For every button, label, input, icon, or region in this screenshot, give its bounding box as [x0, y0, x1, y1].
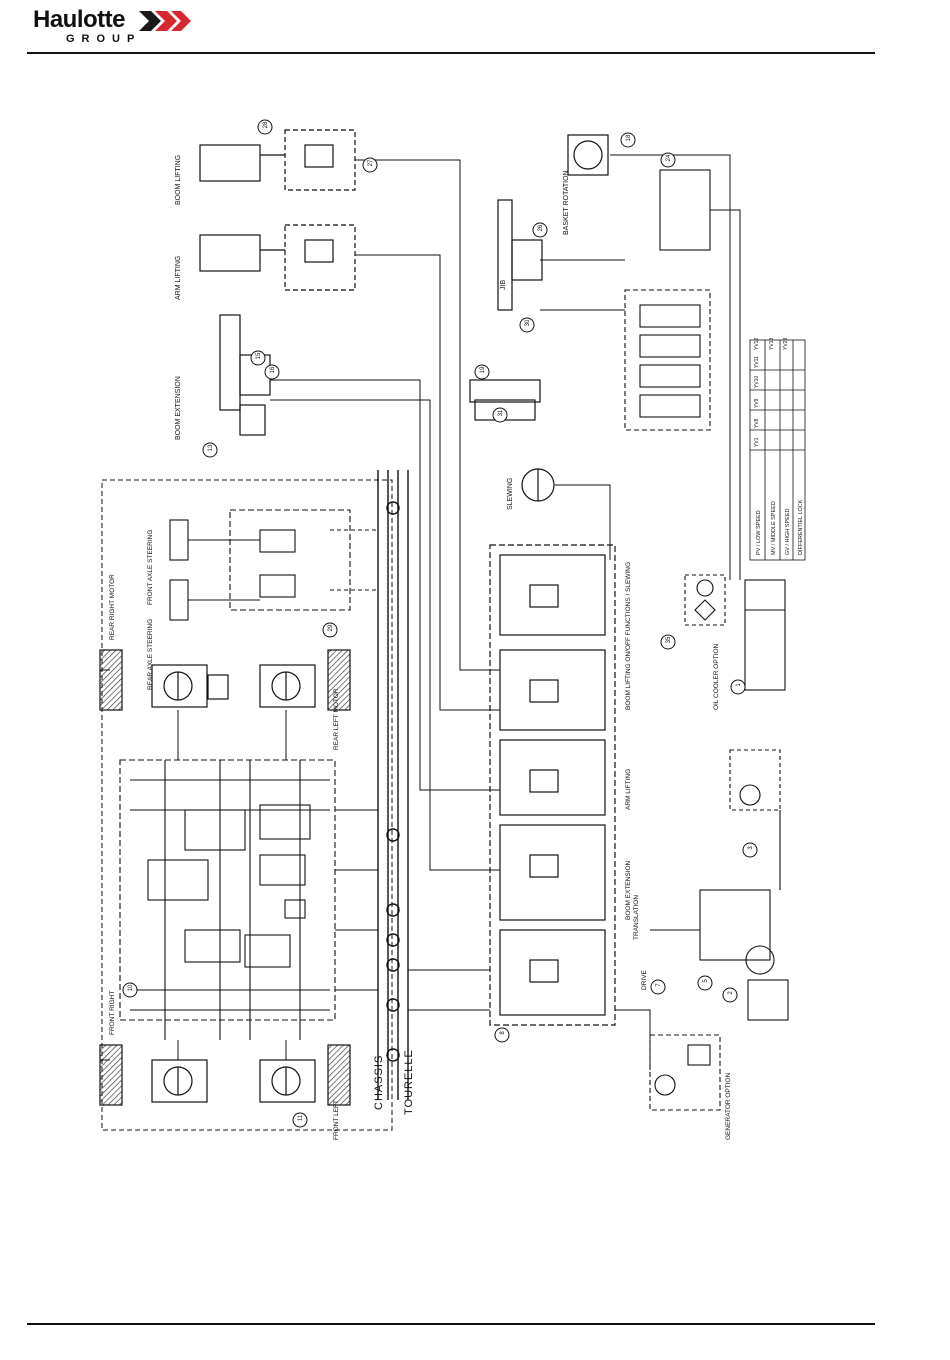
chassis-boundary — [101, 479, 393, 1131]
callout-13: 13 — [208, 444, 214, 451]
speed-header-yv8: YV8 — [754, 418, 760, 428]
callout-30: 30 — [525, 319, 531, 326]
translation-label: TRANSLATION — [633, 895, 640, 940]
pump-group — [650, 749, 789, 1021]
front-axle-label: FRONT AXLE STEERING — [147, 530, 154, 605]
wheel-motor-rear-left — [259, 649, 351, 711]
boom-extension-label: BOOM EXTENSION — [175, 376, 182, 440]
speed-row-middle: MV / MIDDLE SPEED — [771, 501, 777, 555]
rear-axle-label: REAR AXLE STEERING — [147, 619, 154, 690]
callout-26: 26 — [538, 224, 544, 231]
callout-10: 10 — [128, 984, 134, 991]
brand-name: Haulotte — [33, 6, 126, 33]
boom-extension-section-label: BOOM EXTENSION — [625, 860, 632, 920]
arm-lifting-label: ARM LIFTING — [175, 256, 182, 300]
speed-header-yv12: YV12 — [754, 338, 760, 350]
callout-8: 8 — [500, 1031, 506, 1035]
wheel-motor-front-left — [259, 1044, 351, 1106]
boom-lifting-label: BOOM LIFTING — [175, 155, 182, 205]
footer-rule — [27, 1323, 875, 1325]
callout-2: 2 — [728, 991, 734, 995]
callout-24: 24 — [666, 154, 672, 161]
rotary-joint — [377, 470, 409, 1100]
speed-header-yv23: YV23 — [783, 338, 789, 350]
callout-28: 28 — [263, 121, 269, 128]
rear-right-motor-label: REAR RIGHT MOTOR — [109, 574, 116, 640]
boom-lifting-functions-label: BOOM LIFTING ON/OFF FUNCTIONS / SLEWING — [625, 562, 632, 710]
jib-cylinder — [469, 199, 543, 421]
callout-18: 18 — [626, 134, 632, 141]
speed-header-yv1: YV1 — [754, 437, 760, 447]
telescope-cylinder — [219, 314, 271, 436]
arm-lifting-cylinder — [199, 224, 356, 291]
wheel-motor-front-right — [99, 1044, 208, 1106]
oil-cooler — [684, 574, 726, 626]
callout-31: 31 — [498, 409, 504, 416]
hydraulic-schematic: CHASSIS TOURELLE REAR RIGHT MOTOR REAR L… — [99, 119, 806, 1140]
steering-block — [169, 509, 351, 621]
page-header: Haulotte GROUP — [0, 0, 950, 55]
oil-cooler-label: OIL COOLER OPTION — [713, 643, 720, 710]
tourelle-label: TOURELLE — [403, 1049, 415, 1115]
basket-rotation-label: BASKET ROTATION — [563, 170, 570, 235]
rear-left-motor-label: REAR LEFT MOTOR — [333, 688, 340, 750]
chevron-logo-icon — [139, 11, 191, 31]
callout-3: 3 — [748, 846, 754, 850]
speed-header-yv11: YV11 — [754, 356, 760, 368]
callout-numbers: 1 2 3 5 7 8 10 11 13 15 16 18 19 24 26 2… — [128, 121, 754, 1121]
callout-7: 7 — [656, 983, 662, 987]
callout-35: 35 — [666, 636, 672, 643]
chassis-label: CHASSIS — [373, 1055, 385, 1110]
speed-table — [749, 339, 806, 561]
wheel-motor-rear-right — [99, 649, 229, 711]
callout-11: 11 — [298, 1114, 304, 1121]
speed-row-high: GV / HIGH SPEED — [785, 509, 791, 555]
speed-header-yv9: YV9 — [754, 398, 760, 408]
jib-valve-bank — [624, 169, 711, 431]
hydraulic-tank — [744, 579, 786, 691]
slewing-label: SLEWING — [507, 478, 514, 510]
slewing-motor — [521, 468, 555, 502]
haulotte-logo: Haulotte GROUP — [33, 6, 193, 48]
speed-row-low: PV / LOW SPEED — [756, 510, 762, 555]
front-left-label: FRONT LEFT — [333, 1100, 340, 1140]
callout-19: 19 — [480, 366, 486, 373]
callouts — [122, 119, 758, 1128]
header-rule — [27, 52, 875, 54]
callout-1: 1 — [736, 683, 742, 687]
generator-option-label: GENERATOR OPTION — [725, 1072, 732, 1140]
main-control-valve — [489, 544, 616, 1026]
arm-lifting-section-label: ARM LIFTING — [625, 769, 632, 810]
boom-lifting-cylinder — [199, 129, 356, 191]
callout-29: 29 — [328, 624, 334, 631]
generator-option — [649, 1034, 721, 1111]
brand-group: GROUP — [66, 33, 142, 45]
diff-lock-label: DIFFERENTIEL LOCK — [798, 499, 804, 555]
callout-16: 16 — [270, 366, 276, 373]
speed-header-yv13: YV13 — [769, 338, 775, 350]
drive-section-label: DRIVE — [641, 969, 648, 990]
callout-27: 27 — [368, 159, 374, 166]
callout-15: 15 — [256, 352, 262, 359]
speed-header-yv10: YV10 — [754, 376, 760, 388]
front-right-label: FRONT RIGHT — [109, 991, 116, 1035]
jib-label: JIB — [500, 280, 507, 290]
basket-rotation-motor — [567, 134, 609, 176]
callout-5: 5 — [703, 979, 709, 983]
drive-valve-block — [119, 759, 336, 1040]
